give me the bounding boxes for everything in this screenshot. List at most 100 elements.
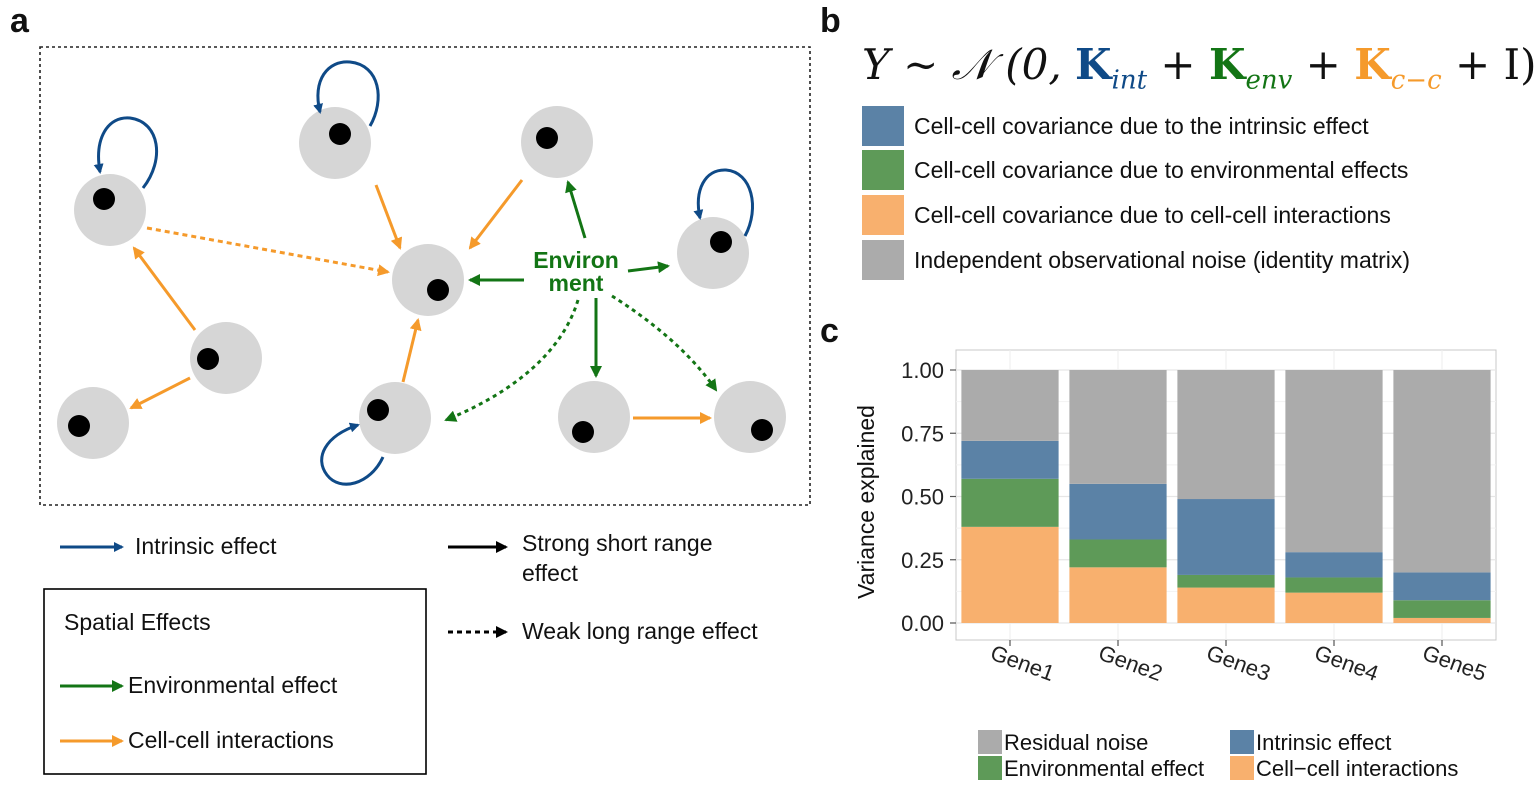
cell-interaction-diagram: Environ ment (39, 46, 811, 775)
bar-gene2-segment-1 (1069, 539, 1167, 568)
env-arrow-to-cell-10-weak (611, 294, 718, 392)
bar-gene5-segment-3 (1393, 370, 1491, 573)
y-tick-label: 0.50 (901, 485, 944, 510)
environment-label-line1: Environ (533, 247, 619, 273)
cellcell-arrow-2-5 (374, 184, 403, 250)
cell-2 (299, 107, 371, 179)
model-formula: Y ∼ 𝒩 (0, Kint + Kenv + Kc−c + I) (862, 40, 1535, 95)
covariance-legend-row-cellcell: Cell-cell covariance due to cell-cell in… (862, 195, 1391, 235)
spatial-effects-title: Spatial Effects (64, 609, 211, 635)
chart-legend-label: Cell−cell interactions (1256, 756, 1458, 781)
covariance-swatch-environment (862, 150, 904, 190)
cellcell-arrow-6-7 (129, 376, 191, 410)
cell-3 (521, 106, 593, 178)
chart-legend-swatch (1230, 756, 1254, 780)
formula-k-int-sub: int (1111, 65, 1148, 96)
formula-k-env-sub: env (1245, 65, 1293, 96)
panel-label-b: b (820, 2, 841, 40)
covariance-swatch-cellcell (862, 195, 904, 235)
bar-gene5-segment-2 (1393, 572, 1491, 601)
cell-4 (677, 217, 749, 289)
formula-k-int: K (1075, 40, 1112, 89)
covariance-legend-row-noise: Independent observational noise (identit… (862, 240, 1410, 280)
intrinsic-loop-1 (93, 116, 158, 189)
y-tick-label: 0.25 (901, 548, 944, 573)
formula-k-cc: K (1354, 40, 1391, 89)
intrinsic-loop-3 (693, 168, 754, 237)
x-tick-label-gene4: Gene4 (1311, 640, 1382, 686)
bar-gene5-segment-0 (1393, 617, 1491, 623)
x-tick-label-gene1: Gene1 (987, 640, 1058, 686)
chart-legend-swatch (1230, 730, 1254, 754)
bar-gene4-segment-2 (1285, 552, 1383, 578)
chart-legend-swatch (978, 756, 1002, 780)
panel-label-a: a (10, 2, 29, 40)
bar-gene4-segment-0 (1285, 592, 1383, 623)
covariance-legend-row-environment: Cell-cell covariance due to environmenta… (862, 150, 1408, 190)
x-tick-label-gene2: Gene2 (1095, 640, 1166, 686)
bar-gene5-segment-1 (1393, 600, 1491, 618)
intrinsic-loop-4 (320, 422, 385, 486)
covariance-label-cellcell: Cell-cell covariance due to cell-cell in… (914, 201, 1391, 228)
cell-6 (190, 322, 262, 394)
bar-gene3-segment-0 (1177, 587, 1275, 623)
x-tick-label-gene3: Gene3 (1203, 640, 1274, 686)
cellcell-arrow-3-5 (468, 179, 524, 250)
cell-1 (74, 174, 146, 246)
env-arrow-to-cell-3 (565, 180, 587, 239)
y-axis-label: Variance explained (853, 405, 879, 599)
formula-plus-1: + (1147, 40, 1209, 89)
covariance-swatch-noise (862, 240, 904, 280)
y-tick-label: 1.00 (901, 358, 944, 383)
intrinsic-loop-2 (313, 60, 380, 127)
formula-tail: + I) (1441, 40, 1535, 89)
environment-label-line2: ment (549, 270, 604, 296)
bar-gene2-segment-0 (1069, 567, 1167, 623)
bar-gene3-segment-3 (1177, 370, 1275, 500)
legend-strong-label-line2: effect (522, 560, 578, 586)
covariance-label-noise: Independent observational noise (identit… (914, 246, 1411, 273)
spatial-effects-box (43, 588, 427, 775)
variance-explained-chart: Gene1 Gene2 Gene3 Gene4 Gene5 0.00 0.25 0.50 0.7… (853, 349, 1497, 781)
bar-gene1-segment-0 (961, 526, 1059, 623)
legend-intrinsic-label: Intrinsic effect (135, 533, 277, 559)
bar-gene4-segment-3 (1285, 370, 1383, 553)
bar-gene1-segment-1 (961, 478, 1059, 527)
chart-legend-label: Intrinsic effect (1256, 730, 1391, 755)
cellcell-arrow-1-5-weak (146, 226, 390, 277)
covariance-label-environment: Cell-cell covariance due to environmenta… (914, 156, 1409, 183)
bar-gene4-segment-1 (1285, 577, 1383, 593)
diagram-border (39, 46, 811, 506)
panel-label-c: c (820, 312, 839, 350)
formula-k-env: K (1208, 40, 1246, 89)
legend-cellcell-label: Cell-cell interactions (128, 727, 334, 753)
y-tick-label: 0.75 (901, 421, 944, 446)
cell-8 (359, 382, 431, 454)
formula-lhs: Y ∼ 𝒩 (0, (862, 40, 1076, 89)
env-arrow-to-cell-8-weak (444, 299, 580, 422)
bar-gene2-segment-2 (1069, 483, 1167, 540)
y-tick-label: 0.00 (901, 611, 944, 636)
cellcell-arrow-8-5 (401, 318, 422, 383)
bar-gene2-segment-3 (1069, 370, 1167, 484)
cell-9 (558, 381, 630, 453)
bar-gene1-segment-2 (961, 440, 1059, 479)
formula-k-cc-sub: c−c (1390, 65, 1442, 96)
formula-plus-2: + (1292, 40, 1355, 89)
cell-10 (714, 381, 786, 453)
covariance-legend-row-intrinsic: Cell-cell covariance due to the intrinsi… (862, 106, 1369, 146)
bar-gene1-segment-3 (961, 370, 1059, 441)
legend-weak-label: Weak long range effect (522, 618, 758, 644)
env-arrow-to-cell-4 (627, 261, 670, 274)
cellcell-arrow-6-1 (132, 246, 197, 331)
x-tick-label-gene5: Gene5 (1419, 640, 1490, 686)
legend-environment-label: Environmental effect (128, 672, 338, 698)
cell-5 (392, 244, 464, 316)
cell-7 (57, 387, 129, 459)
chart-legend-label: Residual noise (1004, 730, 1148, 755)
bar-gene3-segment-2 (1177, 499, 1275, 575)
covariance-swatch-intrinsic (862, 106, 904, 146)
legend-strong-label-line1: Strong short range (522, 530, 713, 556)
bar-gene3-segment-1 (1177, 574, 1275, 588)
chart-legend-label: Environmental effect (1004, 756, 1204, 781)
